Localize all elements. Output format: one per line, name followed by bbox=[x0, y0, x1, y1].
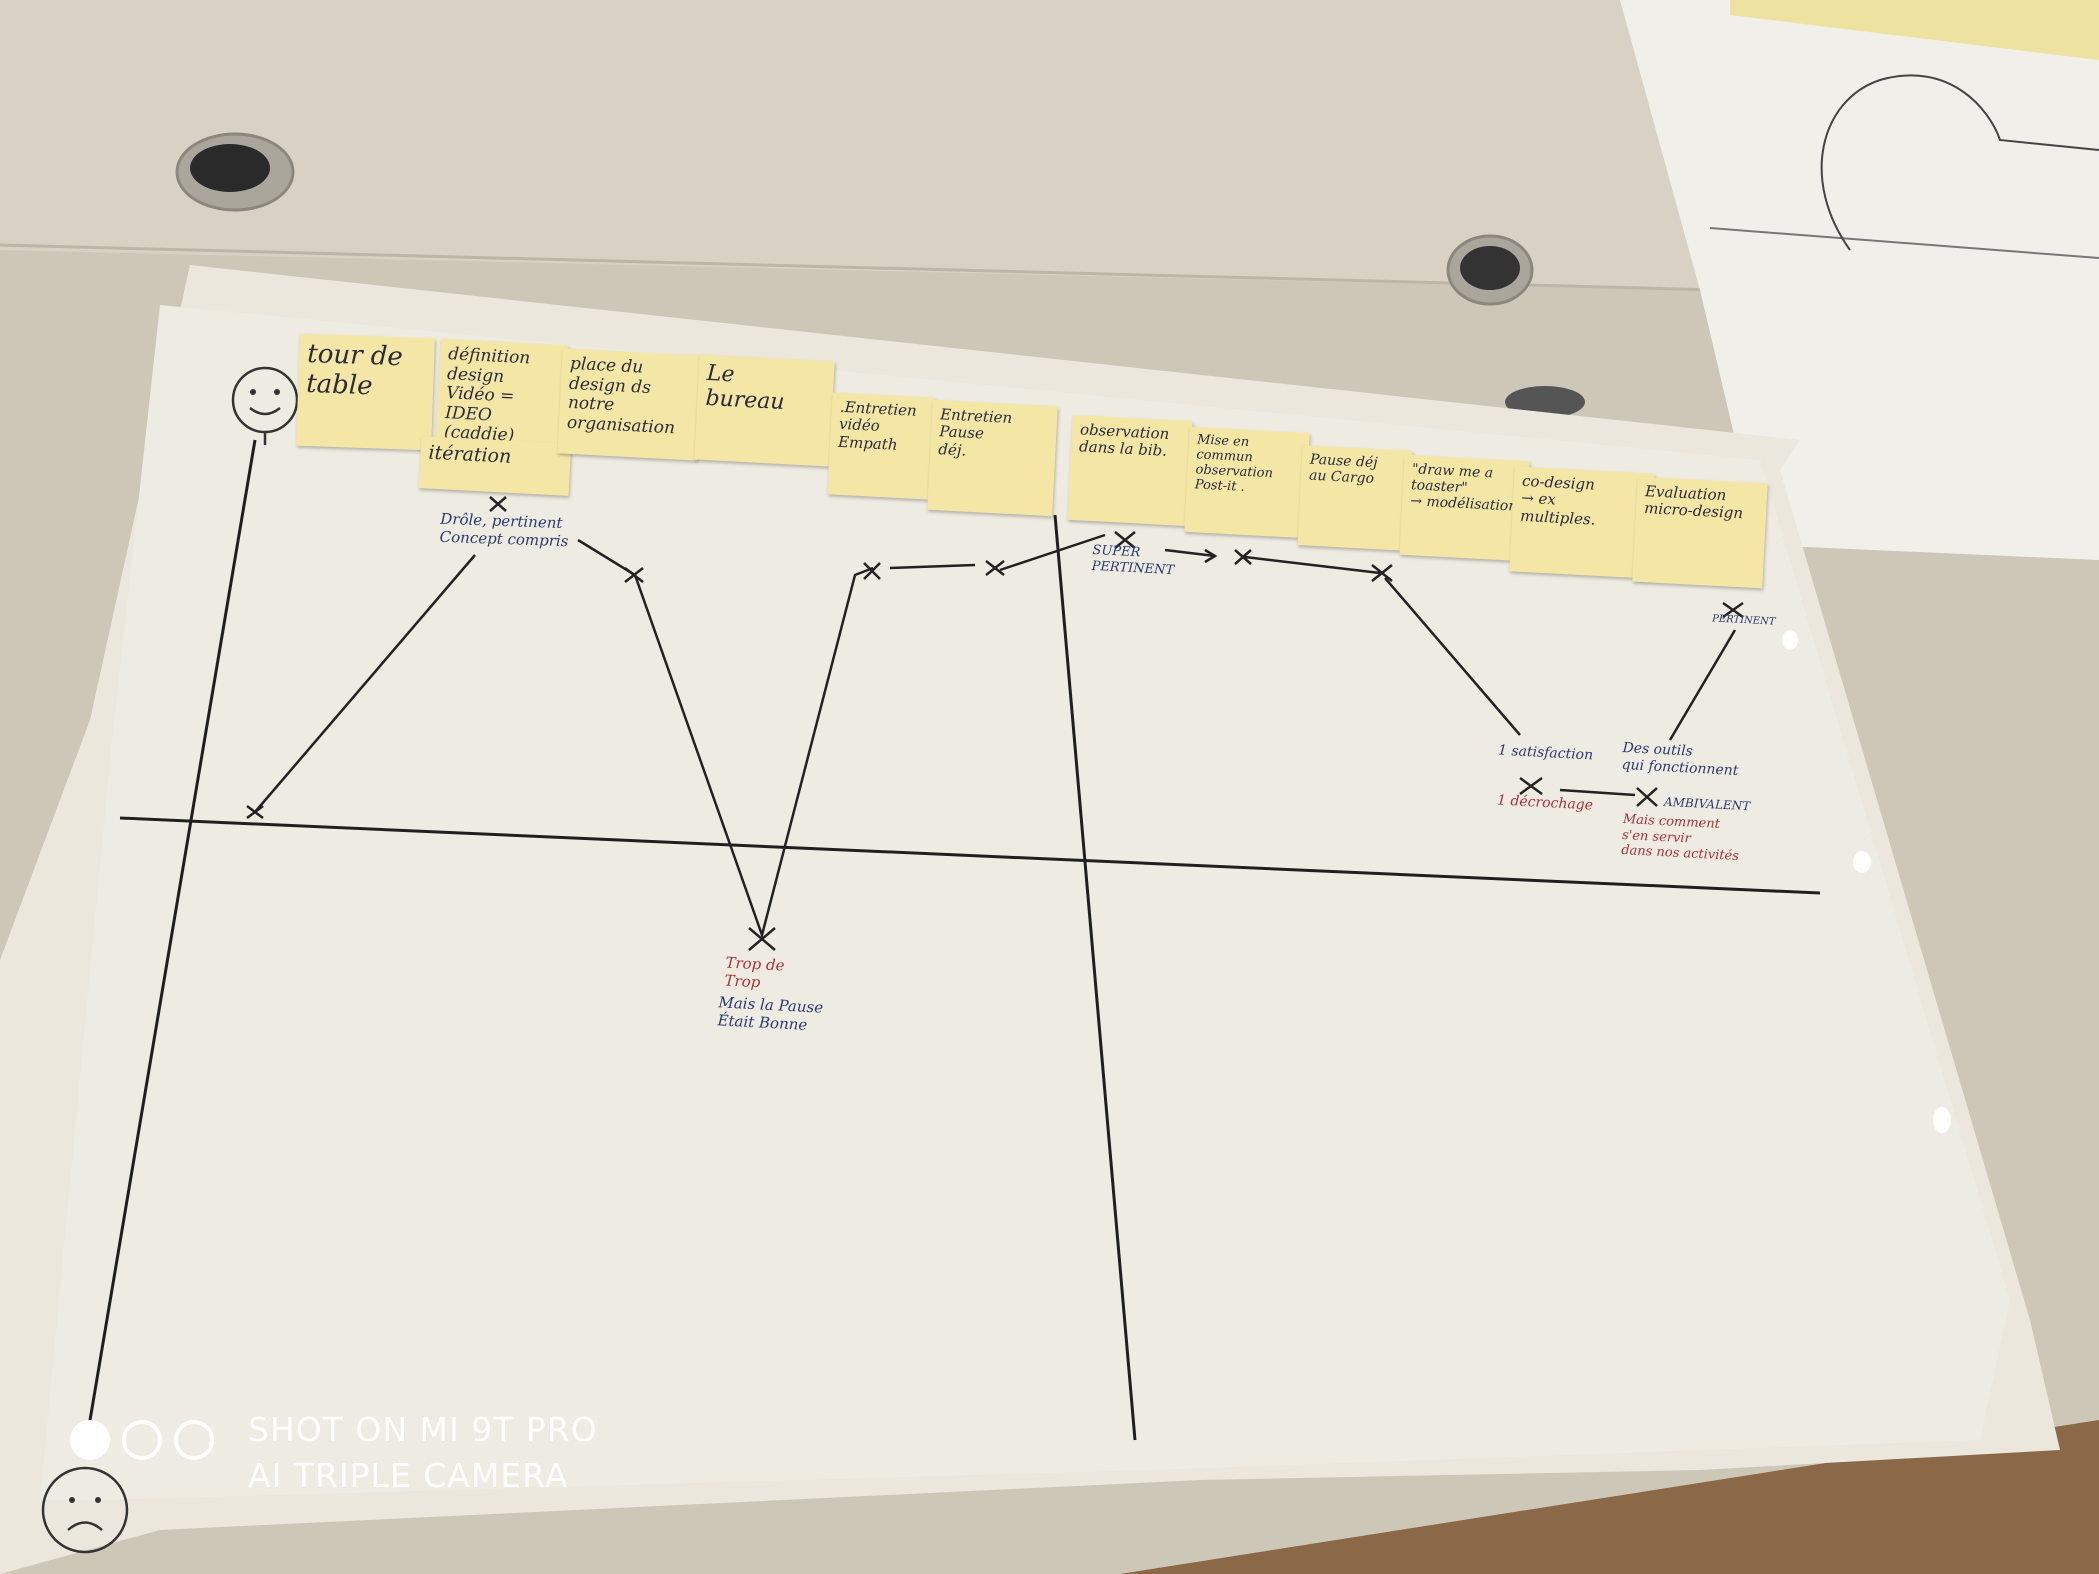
annotation-pause-bonne: Mais la Pause Était Bonne bbox=[717, 993, 824, 1034]
watermark-line-1: SHOT ON MI 9T PRO bbox=[248, 1410, 598, 1449]
annotation-super-pertinent: SUPER PERTINENT bbox=[1091, 542, 1175, 578]
sticky-note-observation-bib: observation dans la bib. bbox=[1067, 414, 1193, 527]
sticky-note-tour-de-table: tour de table bbox=[296, 333, 435, 451]
annotation-mais-comment: Mais comment s'en servir dans nos activi… bbox=[1620, 811, 1740, 865]
sticky-note-le-bureau: Le bureau bbox=[694, 354, 835, 467]
annotation-des-outils: Des outils qui fonctionnent bbox=[1621, 739, 1739, 779]
annotation-trop-de-trop: Trop de Trop bbox=[724, 953, 785, 992]
sticky-note-mise-en-commun: Mise en commun observation Post-it . bbox=[1184, 426, 1310, 539]
sticky-note-iteration: itération bbox=[418, 436, 572, 496]
sticky-note-evaluation: Evaluation micro-design bbox=[1632, 476, 1768, 589]
sticky-note-entretien-pause-dej: Entretien Pause déj. bbox=[927, 399, 1058, 517]
sticky-note-entretien-video: .Entretien vidéo Empath bbox=[827, 392, 935, 500]
sticky-note-place-du-design: place du design ds notre organisation bbox=[557, 348, 703, 461]
watermark-line-2: AI TRIPLE CAMERA bbox=[248, 1456, 569, 1495]
sticky-note-pause-dej-cargo: Pause déj au Cargo bbox=[1297, 445, 1413, 551]
annotation-drole-pertinent: Drôle, pertinent Concept compris bbox=[439, 509, 569, 551]
